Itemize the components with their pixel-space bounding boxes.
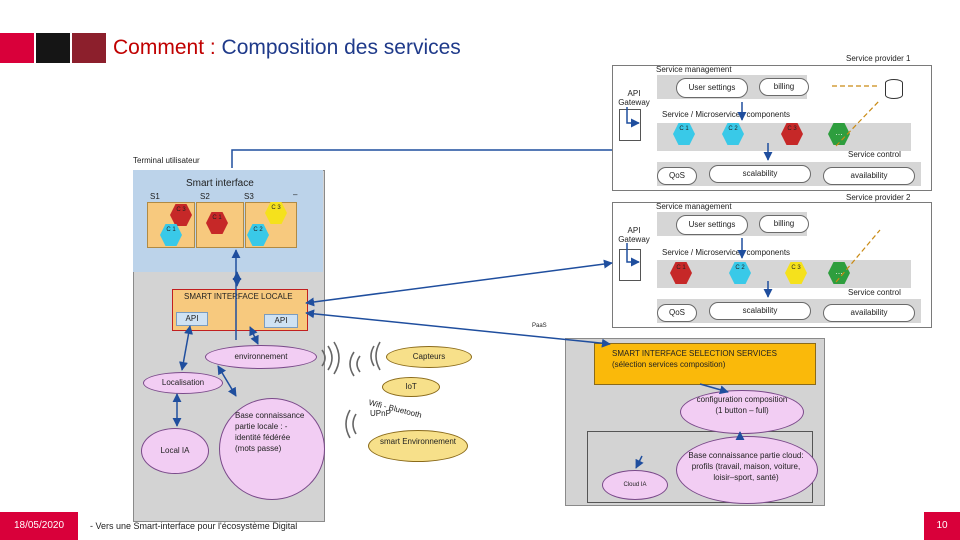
header-square-black [36, 33, 70, 63]
p2-api-gateway: API Gateway [618, 226, 650, 244]
smart-locale-title: SMART INTERFACE LOCALE [184, 292, 293, 301]
s3-component-c3: C 3 [265, 202, 287, 224]
p1-user-settings: User settings [676, 78, 748, 98]
configuration-node [680, 390, 804, 434]
wave-2b [349, 351, 355, 377]
terminal-label: Terminal utilisateur [133, 156, 200, 165]
s2-label: S2 [200, 192, 210, 201]
wave-3a [370, 345, 375, 367]
p2-components-dashed [835, 229, 881, 283]
s1-component-c3: C 3 [170, 204, 192, 226]
p2-user-settings: User settings [676, 215, 748, 235]
p2-component-c1: C 1 [670, 262, 692, 284]
cloud-ia-node: Cloud IA [602, 470, 668, 500]
provider2-label: Service provider 2 [846, 193, 911, 202]
localisation-to-base [217, 365, 237, 397]
wave-1a [321, 349, 326, 367]
p2-gateway-box [619, 249, 641, 281]
smart-interface-title: Smart interface [186, 178, 254, 189]
p1-service-control: Service control [848, 150, 901, 159]
p2-gateway-connector [626, 243, 640, 267]
s3-label: S3 [244, 192, 254, 201]
p1-component-c3: C 3 [781, 123, 803, 145]
api-right: API [264, 314, 298, 328]
provider2-box: User settings billing QoS scalability av… [612, 202, 932, 328]
header-square-maroon [72, 33, 106, 63]
wave-4a [352, 413, 357, 435]
p1-gateway-box [619, 109, 641, 141]
localisation-node: Localisation [143, 372, 223, 394]
provider1-box: User settings billing QoS scalability av… [612, 65, 932, 191]
p2-components-bar [657, 260, 911, 288]
selection-title: SMART INTERFACE SELECTION SERVICES (séle… [612, 349, 777, 369]
locale-to-provider2 [305, 259, 613, 307]
selection-to-configuration [699, 383, 729, 395]
local-ia-node: Local IA [141, 428, 209, 474]
p1-gateway-connector [626, 107, 640, 128]
p2-billing: billing [759, 215, 809, 233]
s1-label: S1 [150, 192, 160, 201]
title-rest: Composition des services [215, 36, 461, 59]
p1-database-icon [885, 79, 903, 99]
smart-interface-dash: – [293, 190, 298, 199]
p1-billing: billing [759, 78, 809, 96]
p1-component-c2: C 2 [722, 123, 744, 145]
wave-2a [356, 355, 361, 373]
p2-service-management: Service management [656, 202, 732, 211]
footer-page-number: 10 [924, 512, 960, 540]
wave-3b [375, 341, 381, 371]
locale-to-environnement [249, 326, 259, 345]
provider1-label: Service provider 1 [846, 54, 911, 63]
footer-caption: - Vers une Smart-interface pour l'écosys… [90, 521, 298, 531]
configuration-text: configuration composition (1 button – fu… [696, 395, 788, 415]
p1-service-management: Service management [656, 65, 732, 74]
base-locale-text: Base connaissance partie locale : -ident… [235, 411, 305, 453]
p1-components-dashed [835, 99, 881, 147]
p1-components-label: Service / Microservices components [662, 110, 791, 119]
s3-component-c2: C 2 [247, 224, 269, 246]
page-title: Comment : Composition des services [113, 36, 461, 60]
p2-availability: availability [823, 304, 915, 322]
p1-qos: QoS [657, 167, 697, 185]
iot-node: IoT [382, 377, 440, 397]
wave-1c [333, 341, 340, 375]
p1-api-gateway: API Gateway [618, 89, 650, 107]
p2-component-c3: C 3 [785, 262, 807, 284]
p1-availability: availability [823, 167, 915, 185]
wave-4b [345, 409, 351, 439]
p1-component-c1: C 1 [673, 123, 695, 145]
wave-1b [327, 345, 333, 371]
s2-component-c1: C 1 [206, 212, 228, 234]
title-highlight: Comment : [113, 36, 216, 59]
cloud-ia-connector [635, 455, 644, 469]
api-to-localisation [179, 325, 193, 371]
p2-component-more: … [828, 262, 850, 284]
p1-scalability: scalability [709, 165, 811, 183]
p2-scalability: scalability [709, 302, 811, 320]
base-cloud-node [676, 436, 818, 504]
s1-component-c1: C 1 [160, 224, 182, 246]
p1-component-more: … [828, 123, 850, 145]
p2-service-control: Service control [848, 288, 901, 297]
p2-components-label: Service / Microservices components [662, 248, 791, 257]
upnp-label: UPnP [370, 409, 391, 418]
smart-environnement-node: smart Environnement [368, 430, 468, 462]
environnement-node: environnement [205, 345, 317, 369]
terminal-to-provider1 [231, 149, 612, 168]
footer-date: 18/05/2020 [0, 512, 78, 540]
base-cloud-text: Base connaissance partie cloud: profils … [688, 451, 804, 482]
p2-component-c2: C 2 [729, 262, 751, 284]
base-locale-node [219, 398, 325, 500]
s2-box [196, 202, 244, 248]
p2-qos: QoS [657, 304, 697, 322]
selection-header [594, 343, 816, 385]
locale-to-selection [305, 309, 611, 348]
header-square-red [0, 33, 34, 63]
